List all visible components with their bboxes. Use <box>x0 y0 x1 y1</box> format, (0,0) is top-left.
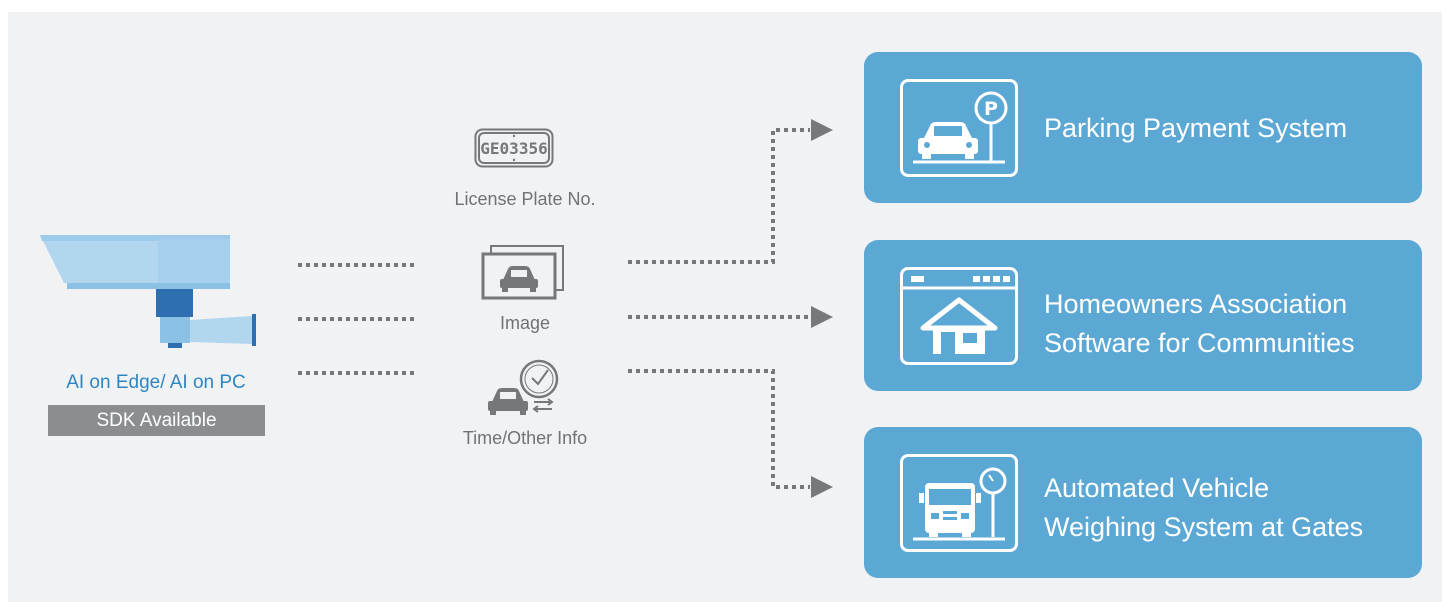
svg-text:P: P <box>984 98 998 120</box>
license-plate-label: License Plate No. <box>454 189 596 209</box>
card-homeowners-association: Homeowners Association Software for Comm… <box>864 240 1422 391</box>
arrow-head <box>811 476 833 498</box>
card-parking-payment: P Parking Payment System <box>864 52 1422 203</box>
image-label: Image <box>499 313 551 333</box>
truck-scale-icon <box>900 454 1018 552</box>
house-browser-icon <box>900 267 1018 365</box>
parking-car-icon: P <box>900 79 1018 177</box>
camera-caption: AI on Edge/ AI on PC <box>66 372 246 393</box>
card-label: Parking Payment System <box>1044 113 1348 143</box>
connector-to-parking <box>628 128 810 264</box>
card-vehicle-weighing: Automated Vehicle Weighing System at Gat… <box>864 427 1422 578</box>
time-info-label: Time/Other Info <box>462 428 588 448</box>
license-plate-icon: GE03356 <box>474 128 554 168</box>
plate-text: GE03356 <box>480 139 547 158</box>
camera-icon <box>40 235 256 348</box>
car-clock-icon <box>488 359 559 415</box>
arrow-head <box>811 306 833 328</box>
sdk-badge: SDK Available <box>48 405 265 436</box>
image-stack-icon <box>481 245 564 300</box>
connector-to-weighing <box>628 369 810 489</box>
arrow-head <box>811 119 833 141</box>
card-label: Automated Vehicle Weighing System at Gat… <box>1044 473 1364 543</box>
card-label: Homeowners Association Software for Comm… <box>1044 289 1355 359</box>
